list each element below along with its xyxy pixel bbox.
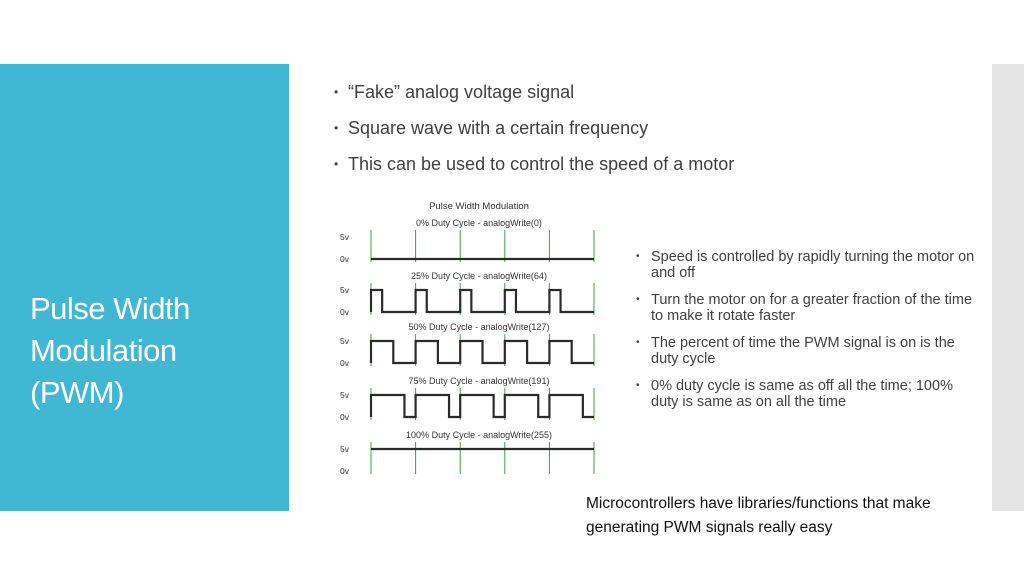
- pwm-panel-label: 25% Duty Cycle - analogWrite(64): [411, 271, 547, 281]
- pwm-diagram-title: Pulse Width Modulation: [429, 201, 529, 212]
- bullet-dot-icon: •: [636, 380, 640, 391]
- slide-title-line: Pulse Width: [30, 291, 190, 326]
- low-voltage-label: 0v: [340, 358, 350, 368]
- bullet-item: • The percent of time the PWM signal is o…: [636, 335, 976, 367]
- slide-title-line: Modulation: [30, 333, 177, 368]
- bullet-dot-icon: •: [334, 157, 339, 171]
- bullet-item: • Turn the motor on for a greater fractio…: [636, 292, 976, 324]
- bullet-dot-icon: •: [636, 337, 640, 348]
- footnote: Microcontrollers have libraries/function…: [586, 495, 931, 536]
- low-voltage-label: 0v: [340, 307, 350, 317]
- right-bullet-list: • Speed is controlled by rapidly turning …: [636, 249, 976, 421]
- bullet-text: Turn the motor on for a greater fraction…: [651, 292, 973, 324]
- pwm-signal-waveform: [369, 339, 594, 365]
- high-voltage-label: 5v: [340, 444, 350, 454]
- bullet-dot-icon: •: [636, 294, 640, 305]
- bullet-text: Square wave with a certain frequency: [348, 118, 649, 138]
- pwm-diagram: Pulse Width Modulation 0% Duty Cycle - a…: [340, 201, 595, 476]
- bullet-item: • 0% duty cycle is same as off all the ti…: [636, 378, 976, 410]
- bullet-item: • Speed is controlled by rapidly turning …: [636, 249, 976, 281]
- high-voltage-label: 5v: [340, 336, 350, 346]
- pwm-signal-waveform: [369, 393, 594, 419]
- pwm-panel-label: 0% Duty Cycle - analogWrite(0): [416, 218, 542, 228]
- high-voltage-label: 5v: [340, 390, 350, 400]
- high-voltage-label: 5v: [340, 232, 350, 242]
- bullet-text: The percent of time the PWM signal is on…: [651, 335, 955, 367]
- bullet-text: 0% duty cycle is same as off all the tim…: [651, 378, 953, 410]
- title-panel: Pulse Width Modulation (PWM): [0, 64, 289, 511]
- bullet-text: Speed is controlled by rapidly turning t…: [651, 249, 975, 281]
- low-voltage-label: 0v: [340, 254, 350, 264]
- bullet-dot-icon: •: [334, 121, 339, 135]
- bullet-text: “Fake” analog voltage signal: [348, 82, 575, 102]
- right-edge-strip: [992, 64, 1024, 511]
- slide-title: Pulse Width Modulation (PWM): [30, 288, 280, 414]
- pwm-signal-waveform: [369, 288, 594, 314]
- bullet-dot-icon: •: [636, 251, 640, 262]
- pwm-panel-label: 50% Duty Cycle - analogWrite(127): [409, 322, 550, 332]
- bullet-item: • Square wave with a certain frequency: [334, 115, 954, 141]
- bullet-text: This can be used to control the speed of…: [348, 154, 735, 174]
- low-voltage-label: 0v: [340, 412, 350, 422]
- top-bullet-list: • “Fake” analog voltage signal • Square wa…: [334, 79, 954, 187]
- high-voltage-label: 5v: [340, 285, 350, 295]
- pwm-panel-label: 100% Duty Cycle - analogWrite(255): [406, 430, 552, 440]
- pwm-panel-label: 75% Duty Cycle - analogWrite(191): [409, 376, 550, 386]
- bullet-dot-icon: •: [334, 85, 339, 99]
- bullet-item: • This can be used to control the speed o…: [334, 151, 954, 177]
- low-voltage-label: 0v: [340, 466, 350, 476]
- bullet-item: • “Fake” analog voltage signal: [334, 79, 954, 105]
- slide-title-line: (PWM): [30, 375, 124, 410]
